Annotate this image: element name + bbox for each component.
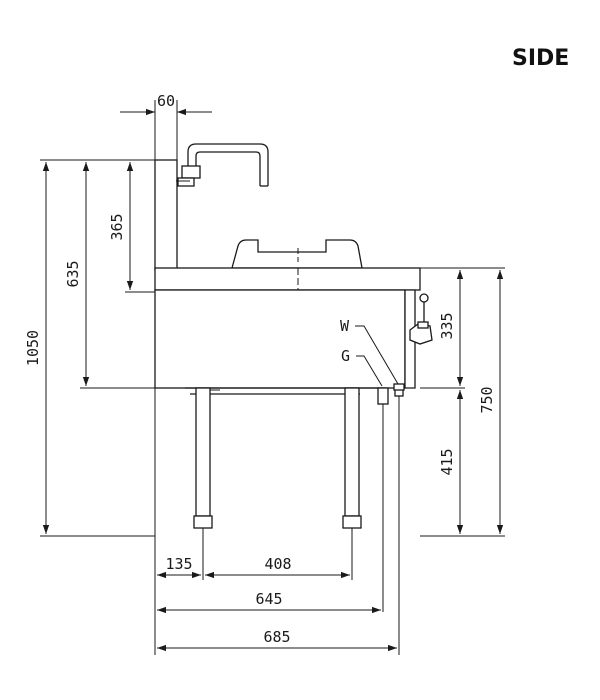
dim-top-height: 635 [64,162,90,386]
label-water: W [340,317,350,335]
front-leg [193,387,213,538]
dim-leg-positions: 135 408 [157,555,350,579]
equipment-side-view [154,143,433,538]
control-knob-icon [419,293,429,303]
connection-callouts: W G [340,317,399,387]
dim-label-1050: 1050 [24,330,42,366]
burner-pot-support [231,239,363,269]
faucet-nut [177,177,195,187]
dim-overall-height: 1050 [24,162,50,534]
dim-work-height: 750 [478,270,504,534]
dim-label-408: 408 [264,555,291,573]
dim-service-depth: 645 [157,590,381,614]
cabinet-body [154,289,406,389]
dim-label-135: 135 [165,555,192,573]
dim-spout-height: 365 [108,162,134,290]
dim-label-415: 415 [438,448,456,475]
rear-leg [342,387,362,538]
dim-control-panel: 335 [438,270,464,386]
dim-overall-depth: 685 [157,628,397,652]
dim-label-685: 685 [263,628,290,646]
label-gas: G [341,347,350,365]
water-connection [377,387,389,405]
cooktop-surface [154,267,421,291]
control-panel [404,289,433,389]
dim-label-60: 60 [157,92,175,110]
dim-label-635: 635 [64,260,82,287]
dim-label-365: 365 [108,213,126,240]
extension-lines [40,100,505,655]
splashback-panel [154,159,178,271]
view-title: SIDE [512,46,569,71]
faucet [176,143,269,187]
dim-leg-height: 415 [438,390,464,534]
dim-splashback: 60 [120,92,212,116]
dim-label-335: 335 [438,312,456,339]
dim-label-645: 645 [255,590,282,608]
faucet-fitting [181,165,201,179]
dim-label-750: 750 [478,386,496,413]
